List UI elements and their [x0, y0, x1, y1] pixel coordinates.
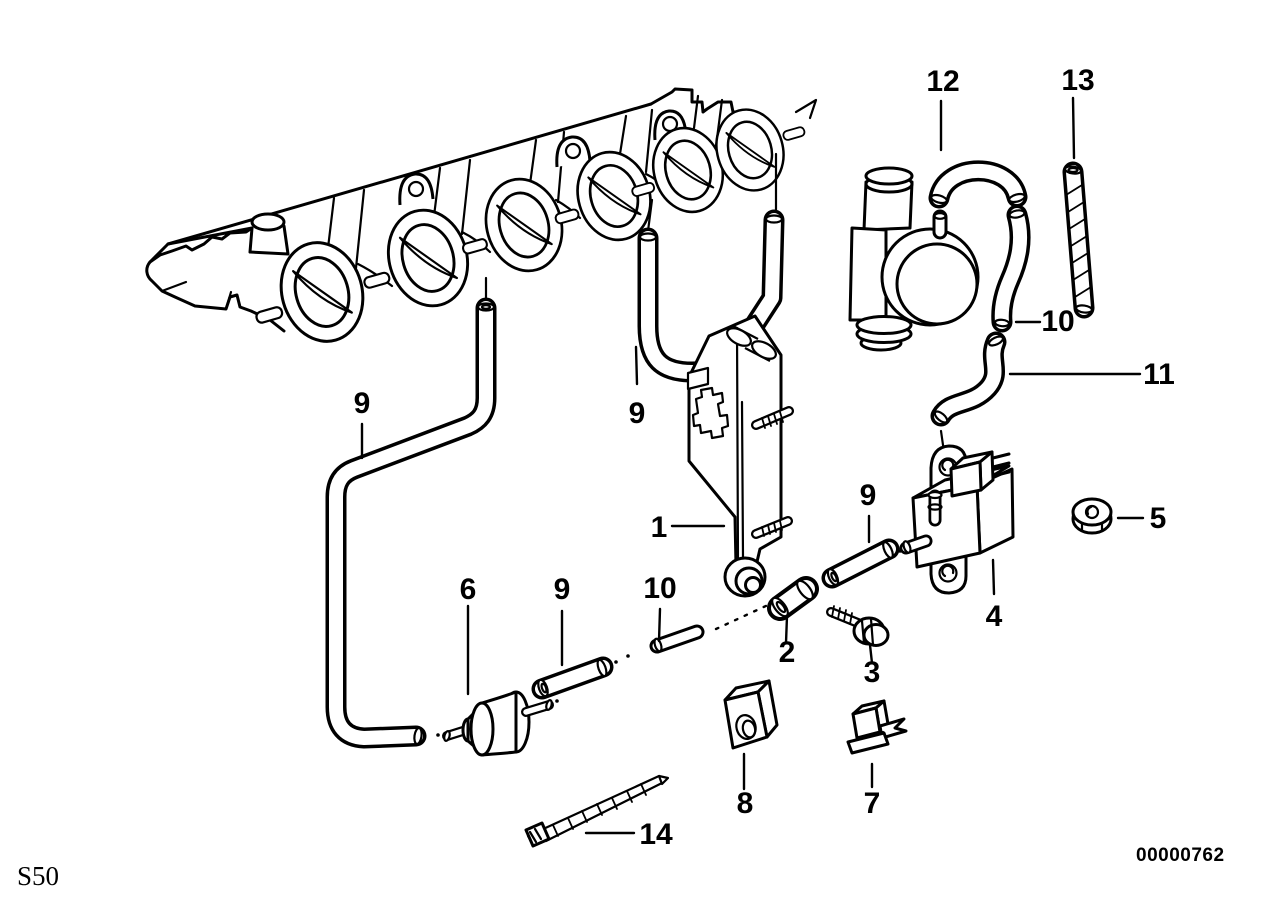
callout-9-bottom[interactable]: 9 [553, 573, 571, 606]
model-code-label: S50 [17, 861, 60, 891]
flange-3 [462, 177, 564, 273]
intake-manifold [145, 87, 818, 343]
callout-9-center[interactable]: 9 [628, 397, 646, 430]
flange-2 [363, 208, 470, 308]
flange-1 [255, 241, 365, 343]
callout-11[interactable]: 11 [1143, 358, 1175, 391]
callout-9-right[interactable]: 9 [859, 479, 877, 512]
clip-7 [846, 699, 908, 755]
hose-12 [928, 160, 1028, 209]
alignment-dots [436, 549, 902, 737]
cable-tie-14 [524, 774, 670, 848]
leader-lines [360, 96, 1145, 835]
callout-7[interactable]: 7 [863, 787, 881, 820]
callout-9-left[interactable]: 9 [353, 387, 371, 420]
image-number-label: 00000762 [1136, 845, 1225, 866]
attachment-lines [484, 152, 946, 454]
bracket-1 [686, 314, 794, 598]
hose-2 [767, 576, 819, 621]
tube-10-small [649, 624, 705, 654]
callout-3[interactable]: 3 [863, 656, 881, 689]
hose-9-short [531, 656, 614, 700]
hose-11 [930, 331, 1007, 427]
flange-5 [631, 126, 724, 214]
flange-6 [715, 108, 806, 192]
flange-4 [554, 150, 652, 242]
holder-8 [723, 679, 779, 750]
callout-14[interactable]: 14 [639, 818, 673, 851]
bolt-3 [826, 605, 890, 647]
nut-5 [1071, 497, 1113, 535]
braided-hose-13 [1062, 161, 1095, 319]
callout-10-bottom[interactable]: 10 [643, 572, 677, 605]
callout-12[interactable]: 12 [926, 65, 960, 98]
callout-2[interactable]: 2 [778, 636, 796, 669]
callout-1[interactable]: 1 [650, 511, 668, 544]
solenoid-valve-4 [899, 444, 1015, 595]
check-valve-6 [442, 690, 554, 757]
callout-13[interactable]: 13 [1061, 64, 1095, 97]
callout-10-right[interactable]: 10 [1041, 305, 1075, 338]
idle-control-valve [848, 166, 980, 352]
callout-4[interactable]: 4 [985, 600, 1003, 633]
callout-8[interactable]: 8 [736, 787, 754, 820]
hose-9-long [325, 297, 497, 749]
callout-5[interactable]: 5 [1149, 502, 1167, 535]
hose-9-right [821, 538, 900, 589]
callout-6[interactable]: 6 [459, 573, 477, 606]
hose-10-right [991, 204, 1031, 333]
